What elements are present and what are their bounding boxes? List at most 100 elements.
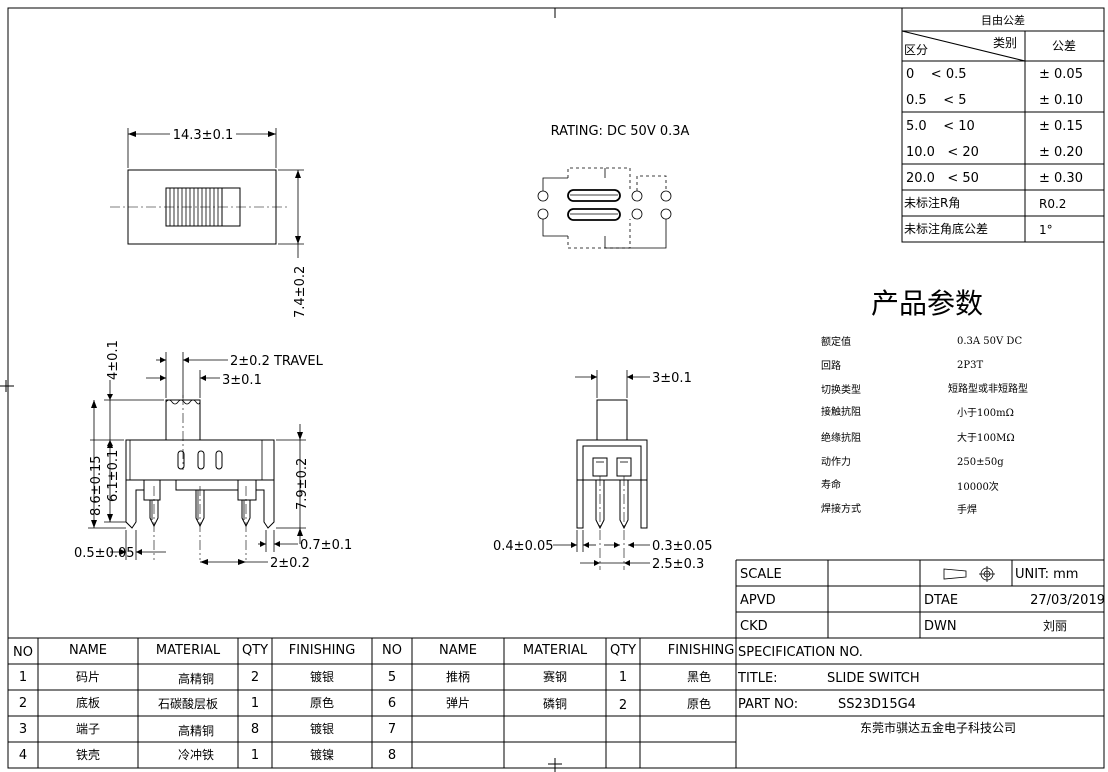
tol-range-0: 0 < 0.5	[906, 67, 967, 82]
dim-pin-width: 0.7±0.1	[300, 538, 352, 553]
bom-header-qty: QTY	[242, 643, 268, 658]
bom-cell: 2	[251, 670, 259, 685]
bom-cell: 1	[619, 670, 627, 685]
param-label-2: 切换类型	[821, 383, 861, 396]
company-name: 东莞市骐达五金电子科技公司	[860, 720, 1016, 735]
tol-range-6: 未标注角底公差	[904, 221, 988, 236]
bom-cell: 4	[19, 748, 27, 763]
param-label-7: 焊接方式	[821, 502, 861, 515]
date-label: DTAE	[924, 593, 958, 608]
bom-cell: 1	[19, 670, 27, 685]
tol-range-2: 5.0 < 10	[906, 119, 975, 134]
range-header: 区分	[904, 43, 928, 57]
param-label-1: 回路	[821, 359, 841, 372]
bom-cell: 高精铜	[178, 723, 214, 738]
bom-cell: 底板	[76, 695, 100, 710]
bom-cell: 1	[251, 696, 259, 711]
bom-cell: 铁壳	[76, 748, 100, 762]
ckd-label: CKD	[740, 619, 768, 634]
param-label-0: 额定值	[821, 335, 851, 348]
tol-value-3: ± 0.20	[1039, 145, 1083, 160]
bom-cell: 8	[388, 748, 396, 763]
bom-cell: 2	[19, 696, 27, 711]
dim-side-tab: 0.4±0.05	[493, 539, 554, 554]
title-block: SCALE UNIT: mm APVD DTAE 27/03/2019 CKD …	[8, 559, 1105, 768]
bom-cell: 7	[388, 722, 396, 737]
param-value-4: 大于100MΩ	[957, 431, 1015, 444]
param-value-3: 小于100mΩ	[957, 407, 1014, 419]
product-params: 产品参数 额定值 0.3A 50V DC 回路 2P3T 切换类型 短路型或非短…	[821, 287, 1028, 516]
dim-total-height: 8.6±0.15	[89, 455, 104, 516]
tol-range-5: 未标注R角	[904, 195, 960, 210]
dwn-value: 刘丽	[1043, 619, 1067, 633]
date-value: 27/03/2019	[1030, 593, 1105, 608]
param-value-2: 短路型或非短路型	[948, 382, 1028, 395]
tol-value-5: R0.2	[1039, 197, 1066, 211]
bom-cell: 原色	[687, 697, 711, 711]
bom-cell: 2	[619, 698, 627, 713]
dim-width: 14.3±0.1	[173, 128, 234, 143]
bom-row: 5 推柄 赛钢 1 黑色	[388, 669, 711, 685]
tolerance-title: 目由公差	[981, 13, 1025, 27]
bom-cell: 弹片	[446, 696, 470, 710]
bom-header-material: MATERIAL	[156, 643, 221, 658]
part-value: SS23D15G4	[838, 697, 916, 712]
front-view: 2±0.2 TRAVEL 3±0.1 4±0.1 8.6±0.15 6.1±0.…	[74, 340, 352, 571]
bom-cell: 端子	[76, 722, 100, 736]
bom-cell: 6	[388, 696, 396, 711]
bom-row: 1 码片 高精铜 2 镀银	[19, 670, 334, 686]
dim-tab: 0.5±0.05	[74, 546, 135, 561]
tolerance-table: 目由公差 类别 区分 公差 0 < 0.5 ± 0.05 0.5 < 5 ± 0…	[901, 7, 1105, 243]
part-label: PART NO:	[738, 697, 798, 712]
bom-cell: 原色	[310, 696, 334, 710]
bom-cell: 码片	[76, 670, 100, 684]
param-label-6: 寿命	[821, 478, 841, 491]
tol-value-0: ± 0.05	[1039, 67, 1083, 82]
bom-header-material-2: MATERIAL	[523, 643, 588, 658]
dim-side-lever: 3±0.1	[652, 371, 692, 386]
bom-header-no: NO	[13, 645, 33, 660]
tol-range-3: 10.0 < 20	[906, 145, 979, 160]
title-value: SLIDE SWITCH	[827, 671, 920, 686]
bom-cell: 黑色	[687, 670, 711, 684]
bom-cell: 磷铜	[543, 696, 567, 711]
bom-cell: 5	[388, 670, 396, 685]
param-value-1: 2P3T	[957, 360, 983, 371]
bom-cell: 石碳酸层板	[158, 696, 218, 711]
param-value-7: 手焊	[957, 503, 977, 516]
bom-row: 4 铁壳 冷冲铁 1 镀镍	[19, 747, 334, 763]
bom-cell: 镀银	[310, 670, 334, 684]
bom-cell: 镀银	[310, 722, 334, 736]
param-value-6: 10000次	[957, 480, 999, 493]
bom-header-qty-2: QTY	[610, 643, 636, 658]
sheet-border	[7, 7, 1105, 769]
unit-label: UNIT: mm	[1015, 567, 1078, 582]
param-value-5: 250±50g	[957, 457, 1004, 468]
dim-lever-width: 3±0.1	[222, 373, 262, 388]
bom-cell: 镀镍	[310, 748, 334, 762]
dim-height: 7.4±0.2	[293, 266, 308, 318]
tol-value-4: ± 0.30	[1039, 171, 1083, 186]
param-value-0: 0.3A 50V DC	[957, 336, 1022, 347]
bom-cell: 8	[251, 722, 259, 737]
bom-row: 8	[388, 748, 396, 763]
spec-label: SPECIFICATION NO.	[738, 645, 863, 660]
params-title: 产品参数	[871, 287, 983, 320]
tol-range-1: 0.5 < 5	[906, 93, 967, 108]
dim-side-pin: 0.3±0.05	[652, 539, 713, 554]
bom-cell: 赛钢	[543, 669, 567, 684]
bom-header-finishing-2: FINISHING	[668, 643, 735, 658]
bom-cell: 冷冲铁	[178, 747, 214, 762]
side-view: 3±0.1 0.4±0.05 0.3±0.05 2.5±0.3	[493, 370, 713, 572]
dim-side-pitch: 2.5±0.3	[652, 557, 704, 572]
dwn-label: DWN	[924, 619, 957, 634]
bom-cell: 高精铜	[178, 671, 214, 686]
param-label-4: 绝缘抗阻	[821, 431, 861, 444]
bom-header-name-2: NAME	[439, 643, 477, 658]
title-label: TITLE:	[737, 671, 778, 686]
dim-travel: 2±0.2 TRAVEL	[230, 354, 324, 369]
tol-range-4: 20.0 < 50	[906, 171, 979, 186]
bom-row: 6 弹片 磷铜 2 原色	[388, 696, 711, 713]
bom-header-no-2: NO	[382, 643, 402, 658]
